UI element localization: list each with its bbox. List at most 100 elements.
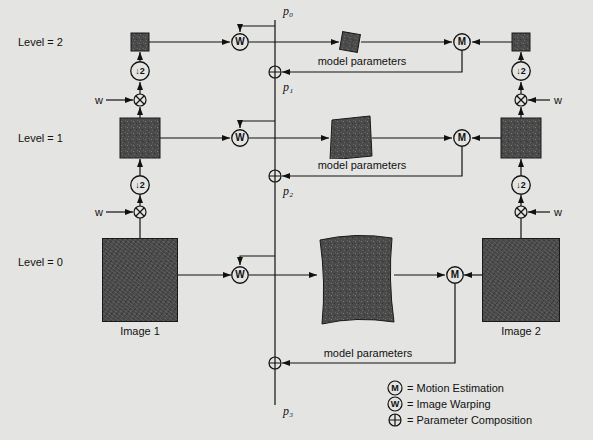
composition-symbol: [269, 170, 281, 182]
image-box: Image 2: [482, 238, 560, 322]
wire-label: model parameters: [316, 159, 409, 172]
wire: [520, 159, 521, 175]
symbol-letter: M: [458, 133, 466, 143]
wire: [520, 107, 521, 118]
connector: [178, 274, 231, 275]
wire-label: model parameters: [322, 347, 415, 360]
circle-outline: [131, 62, 150, 81]
circle-outline: [232, 34, 249, 51]
weight-name: w: [554, 206, 562, 219]
wire: [472, 41, 512, 42]
wire: [520, 52, 521, 61]
composition-symbol: [269, 66, 281, 78]
downsample-circle: ↓2: [130, 61, 150, 81]
circle-outline: [454, 130, 471, 147]
multiply-symbol: [134, 94, 146, 106]
circle-outline: [512, 62, 531, 81]
warped-image: [320, 235, 394, 324]
warped-image: [340, 32, 361, 53]
image-level-1: [120, 118, 160, 158]
level-label: Level = 1: [18, 132, 63, 145]
image-level-2: [512, 33, 530, 51]
circle-outline: [512, 176, 531, 195]
symbol-letter: ↓2: [135, 181, 145, 190]
multiply-symbol: [515, 206, 527, 218]
image-caption: Image 2: [501, 325, 541, 338]
legend-sample: [389, 414, 401, 426]
wire: [249, 274, 317, 275]
legend-entry: = Parameter Composition: [407, 414, 532, 427]
legend-text: = Motion Estimation: [407, 382, 504, 394]
image-level-2: [131, 33, 149, 51]
downsample-circle: ↓2: [130, 175, 150, 195]
symbol-letter: W: [235, 270, 244, 280]
symbol-letter: ↓2: [135, 67, 145, 76]
legend-sample: [388, 381, 402, 395]
weight-name: w: [95, 94, 103, 107]
legend-symbol: W: [391, 399, 400, 409]
warp-circle: W: [231, 266, 249, 284]
symbol-letter: M: [458, 37, 466, 47]
wire: [394, 274, 445, 275]
weight-wire: [528, 211, 550, 212]
wire: [249, 137, 329, 138]
parameter-name: p₀: [281, 4, 295, 18]
connector: [464, 274, 482, 275]
wire: [139, 52, 140, 61]
symbol-letter: M: [451, 270, 459, 280]
symbol-letter: ↓2: [516, 67, 526, 76]
weight-name: w: [554, 94, 562, 107]
motion-estimation-circle: M: [446, 266, 464, 284]
wire: [249, 41, 339, 42]
parameter-name: p₂: [281, 184, 295, 198]
wire: [139, 107, 140, 118]
wire: [472, 137, 501, 138]
weight-wire: [106, 99, 133, 100]
circle-outline: [447, 267, 464, 284]
weight-name: w: [95, 206, 103, 219]
image-box: Image 1: [102, 238, 178, 322]
symbol-letter: W: [235, 133, 244, 143]
circle-outline: [232, 267, 249, 284]
weight-wire: [528, 99, 550, 100]
motion-estimation-circle: M: [453, 33, 471, 51]
multiply-symbol: [134, 206, 146, 218]
wire: [160, 137, 230, 138]
circle-outline: [131, 176, 150, 195]
wire-label: model parameters: [316, 55, 409, 68]
parameter-feed: [240, 26, 275, 32]
legend-sample: [388, 397, 402, 411]
wire: [520, 82, 521, 94]
circle-outline: [454, 34, 471, 51]
warped-image: [330, 116, 372, 160]
symbol-letter: ↓2: [516, 181, 526, 190]
wire: [372, 137, 452, 138]
legend-text: = Parameter Composition: [407, 414, 532, 426]
image-caption: Image 1: [120, 325, 160, 338]
warp-circle: W: [231, 33, 249, 51]
parameter-name: p₃: [281, 404, 295, 418]
legend-entry: = Motion Estimation: [407, 382, 504, 395]
downsample-circle: ↓2: [511, 175, 531, 195]
legend-text: = Image Warping: [407, 398, 491, 410]
symbol-letter: W: [235, 37, 244, 47]
parameter-wire: [282, 51, 462, 72]
parameter-name: p₁: [281, 80, 295, 94]
image-level-1: [501, 118, 541, 158]
motion-estimation-circle: M: [453, 129, 471, 147]
circle-outline: [232, 130, 249, 147]
wire: [361, 41, 452, 42]
legend-entry: = Image Warping: [407, 398, 491, 411]
wire: [139, 159, 140, 175]
downsample-circle: ↓2: [511, 61, 531, 81]
multiply-symbol: [515, 94, 527, 106]
weight-wire: [106, 211, 133, 212]
legend-symbol: M: [391, 383, 399, 393]
parameter-feed: [240, 256, 275, 265]
parameter-feed: [240, 121, 275, 128]
wire: [139, 82, 140, 94]
warp-circle: W: [231, 129, 249, 147]
level-label: Level = 2: [18, 36, 63, 49]
